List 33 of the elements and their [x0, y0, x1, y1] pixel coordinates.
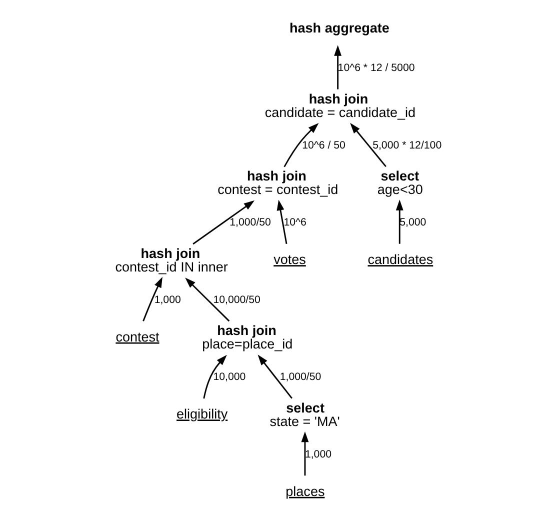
- arrow: [202, 354, 226, 399]
- arrow: [334, 45, 342, 90]
- node-text: hash join candidate = candidate_id: [264, 91, 416, 120]
- edge-label: 1,000/50: [229, 216, 270, 229]
- arrow: [192, 200, 254, 245]
- edge-label: 1,000: [304, 448, 332, 460]
- edge-label: 10^6: [283, 216, 306, 229]
- arrow: [184, 278, 230, 322]
- node-text: eligibility: [176, 406, 228, 422]
- node-text: hash join contest_id IN inner: [114, 246, 228, 274]
- arrow: [142, 276, 162, 322]
- node-text: select age<30: [376, 168, 422, 198]
- edge-label: 10,000/50: [212, 294, 260, 306]
- edge-label: 5,000 * 12/100: [372, 139, 442, 152]
- edge-label: 10^6 * 12 / 5000: [337, 62, 414, 74]
- arrow: [276, 200, 287, 244]
- node-text: contest: [115, 329, 159, 344]
- node-text: hash join place=place_id: [202, 323, 292, 352]
- arrow: [395, 200, 403, 244]
- arrow: [257, 354, 292, 399]
- node-text: places: [285, 484, 324, 499]
- node-text: candidates: [367, 252, 433, 268]
- edge-label: 1,000: [154, 294, 180, 306]
- arrow: [350, 122, 386, 168]
- node-text: hash aggregate: [289, 20, 389, 36]
- arrow: [283, 123, 318, 168]
- node-text: votes: [273, 252, 306, 268]
- edge-label: 1,000/50: [279, 371, 321, 384]
- edge-label: 10^6 / 50: [302, 139, 345, 152]
- node-text: hash join contest = contest_id: [217, 168, 338, 198]
- arrow: [300, 431, 308, 476]
- edge-label: 10,000: [212, 371, 246, 384]
- node-text: select state = 'MA': [269, 400, 340, 429]
